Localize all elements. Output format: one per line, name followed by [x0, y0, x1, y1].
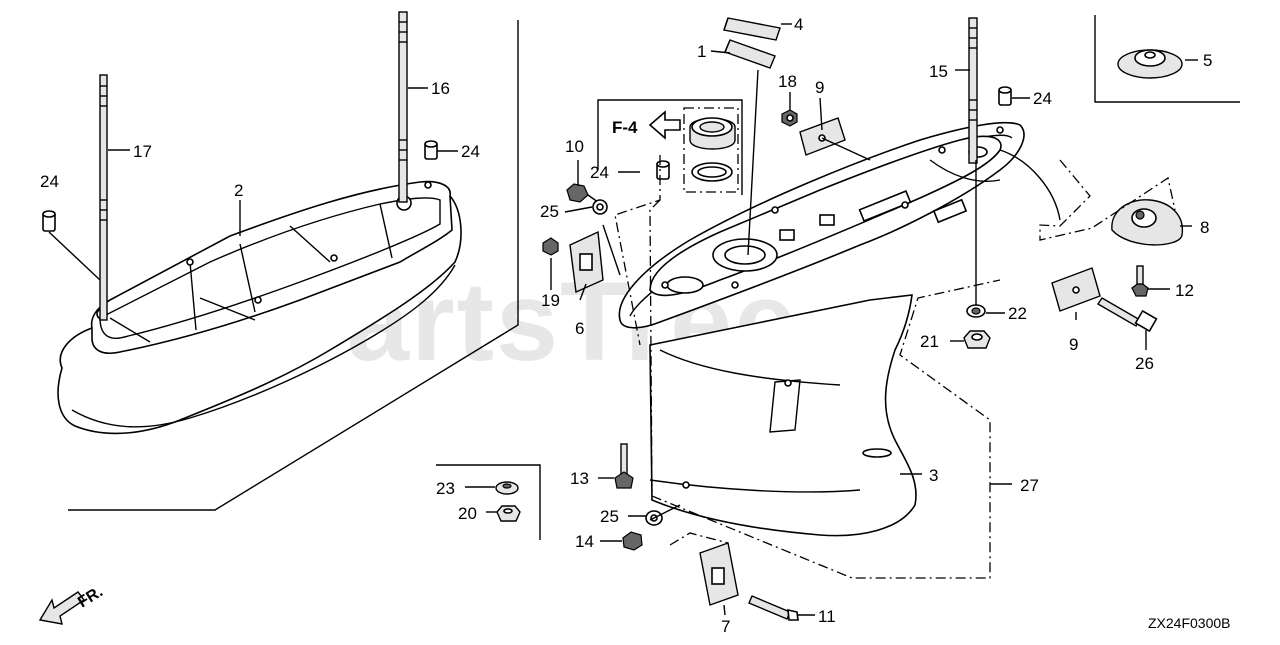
part-16-stud[interactable]	[398, 11, 408, 203]
callout-9[interactable]: 9	[815, 78, 824, 97]
part-24-dowel-c[interactable]	[998, 86, 1012, 106]
part-15-stud[interactable]	[968, 17, 978, 164]
callout-8[interactable]: 8	[1200, 218, 1209, 237]
part-5-grommet[interactable]	[1117, 49, 1183, 79]
callout-13[interactable]: 13	[570, 469, 589, 488]
part-12-bolt[interactable]	[1131, 265, 1149, 297]
ref-box-f4[interactable]: F-4	[597, 99, 743, 195]
callout-25[interactable]: 25	[540, 202, 559, 221]
part-9-mount-upper[interactable]	[799, 117, 846, 156]
part-24-dowel-b[interactable]	[424, 140, 438, 160]
callout-9[interactable]: 9	[1069, 335, 1078, 354]
part-7-plate[interactable]	[699, 542, 739, 606]
part-9-mount-right[interactable]	[1051, 267, 1101, 312]
front-arrow-label: FR.	[75, 583, 106, 611]
part-24-dowel-d[interactable]	[656, 160, 670, 180]
callout-24[interactable]: 24	[40, 172, 59, 191]
callout-27[interactable]: 27	[1020, 476, 1039, 495]
callout-21[interactable]: 21	[920, 332, 939, 351]
callout-15[interactable]: 15	[929, 62, 948, 81]
part-18-nut[interactable]	[781, 109, 798, 127]
callout-19[interactable]: 19	[541, 291, 560, 310]
callout-10[interactable]: 10	[565, 137, 584, 156]
callout-24[interactable]: 24	[1033, 89, 1052, 108]
callout-1[interactable]: 1	[697, 42, 706, 61]
part-13-bolt[interactable]	[614, 443, 634, 489]
callout-16[interactable]: 16	[431, 79, 450, 98]
callout-22[interactable]: 22	[1008, 304, 1027, 323]
diagram-code: ZX24F0300B	[1148, 615, 1231, 631]
part-20-nut[interactable]	[496, 505, 521, 522]
callout-5[interactable]: 5	[1203, 51, 1212, 70]
callout-17[interactable]: 17	[133, 142, 152, 161]
part-24-dowel-a[interactable]	[42, 210, 56, 232]
callout-2[interactable]: 2	[234, 181, 243, 200]
callout-14[interactable]: 14	[575, 532, 594, 551]
part-2-cover[interactable]	[57, 180, 462, 435]
callout-11[interactable]: 11	[818, 607, 836, 626]
callout-24[interactable]: 24	[590, 163, 609, 182]
part-6-plate[interactable]	[569, 230, 604, 294]
callout-25[interactable]: 25	[600, 507, 619, 526]
part-3-extension-case[interactable]	[649, 294, 917, 537]
callouts: 24 17 2 16 24 1 4 18 9 10 24 25 19 6 15 …	[40, 15, 1212, 636]
callout-7[interactable]: 7	[721, 617, 730, 636]
mount-plate	[618, 121, 1061, 329]
part-11-bolt[interactable]	[748, 595, 799, 621]
callout-4[interactable]: 4	[794, 15, 803, 34]
ref-box-label: F-4	[612, 118, 638, 137]
part-19-nut[interactable]	[542, 237, 559, 256]
part-14-bolt[interactable]	[622, 531, 643, 551]
callout-20[interactable]: 20	[458, 504, 477, 523]
part-25-washer-upper[interactable]	[592, 199, 608, 215]
front-arrow: FR.	[38, 583, 106, 625]
part-4-seal[interactable]	[723, 17, 781, 41]
part-22-washer[interactable]	[966, 304, 986, 318]
callout-24[interactable]: 24	[461, 142, 480, 161]
callout-3[interactable]: 3	[929, 466, 938, 485]
callout-23[interactable]: 23	[436, 479, 455, 498]
part-23-nut[interactable]	[495, 481, 519, 495]
callout-18[interactable]: 18	[778, 72, 797, 91]
callout-6[interactable]: 6	[575, 319, 584, 338]
part-26-bolt[interactable]	[1097, 297, 1158, 333]
callout-26[interactable]: 26	[1135, 354, 1154, 373]
part-8-grommet[interactable]	[1111, 199, 1184, 246]
callout-12[interactable]: 12	[1175, 281, 1194, 300]
part-17-stud[interactable]	[99, 74, 108, 321]
part-1-seal[interactable]	[724, 39, 776, 69]
part-21-nut[interactable]	[963, 330, 991, 349]
